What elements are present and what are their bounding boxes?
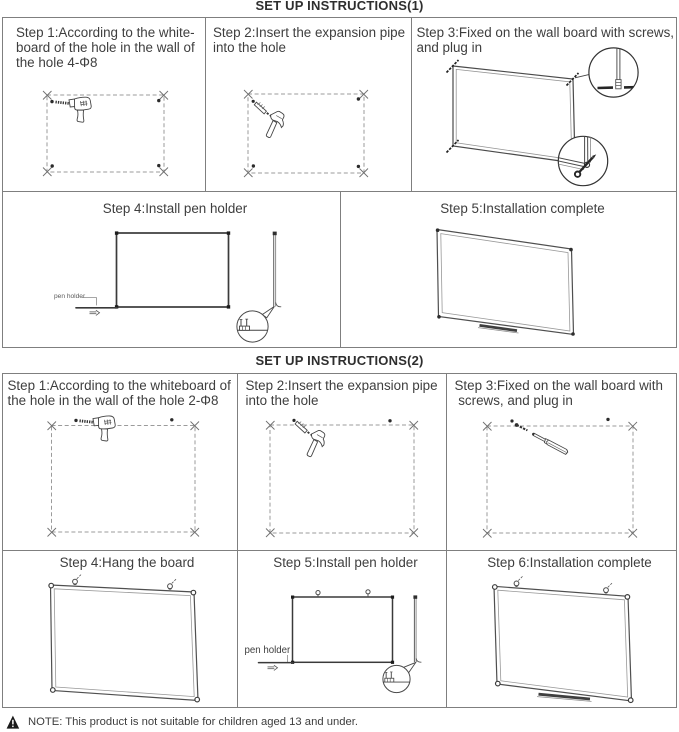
s2-step3-line1: Step 3:Fixed on the wall board with [454, 378, 663, 393]
note-text: NOTE: This product is not suitable for c… [28, 716, 358, 728]
section1-title: SET UP INSTRUCTIONS(1) [255, 0, 424, 13]
slide-direction-arrow-icon [267, 664, 278, 671]
board-corner-caps [435, 228, 575, 336]
board-side-profile [413, 595, 422, 663]
hanging-hook-icon [72, 574, 82, 586]
s2-pen-holder-label: pen holder [244, 644, 291, 656]
s2-step6-title: Step 6:Installation complete [487, 555, 652, 570]
cut-corner-marks [42, 90, 169, 177]
drill-template-2-holes [47, 414, 200, 537]
panel-s2-step5 [238, 551, 447, 707]
panel-s1-step4 [3, 192, 341, 347]
hammer-expansion-pipe-icon [250, 98, 285, 139]
s1-step2-line1: Step 2:Insert the expansion pipe [213, 25, 406, 40]
s1-step3-text: Step 3:Fixed on the wall board with scre… [417, 25, 678, 55]
hammer-expansion-pipe-icon [291, 417, 326, 458]
hanging-hook-icon [603, 582, 613, 594]
callout-leader-line [574, 73, 590, 79]
cut-corner-marks [243, 89, 369, 178]
fix-with-screws [482, 417, 638, 538]
s1-step3-line1: Step 3:Fixed on the wall board with scre… [416, 25, 675, 40]
cut-corner-marks [482, 421, 638, 538]
board-install-pen-holder [75, 231, 282, 343]
pen-tray [477, 324, 519, 334]
s1-step2-text: Step 2:Insert the expansion pipe into th… [213, 25, 413, 55]
drill-icon [48, 95, 93, 124]
hanging-hook-icon [167, 578, 177, 590]
pen-tray [536, 692, 592, 702]
s1-step1-line2: board of the hole in the wall of [16, 40, 195, 56]
magnifier-callout-corner-screw [557, 135, 609, 187]
s1-pen-holder-label: pen holder [54, 292, 86, 300]
board-corner-caps [491, 584, 634, 704]
s2-step3-text: Step 3:Fixed on the wall board with scre… [455, 378, 677, 408]
hole-mark [606, 417, 610, 422]
section1-table [2, 17, 677, 348]
s2-step4-title: Step 4:Hang the board [59, 555, 195, 570]
s2-step1-text: Step 1:According to the whiteboard of th… [8, 378, 238, 408]
hanging-hooks [315, 589, 371, 597]
magnifier-callout-pen-tray [236, 306, 275, 343]
section2-title: SET UP INSTRUCTIONS(2) [255, 353, 424, 368]
insert-pipe-2-holes [265, 417, 419, 538]
board-corner-caps [114, 231, 231, 309]
s1-step1-text: Step 1:According to the white- board of … [16, 25, 208, 71]
s2-step5-title: Step 5:Install pen holder [273, 555, 418, 570]
s2-step2-line2: into the hole [245, 393, 319, 409]
s1-step3-line2: and plug in [416, 40, 483, 56]
s1-step1-line1: Step 1:According to the white- [16, 25, 195, 40]
panel-s1-step1 [3, 18, 206, 191]
panel-s2-step2 [238, 374, 447, 550]
pen-holder-leader-line [81, 297, 97, 306]
hole-mark [170, 418, 174, 422]
board-fixed-with-screws [445, 47, 639, 187]
s2-step2-text: Step 2:Insert the expansion pipe into th… [246, 378, 446, 408]
cut-corner-marks [47, 421, 200, 537]
insert-pipe-4-holes [243, 89, 369, 178]
s2-step3-line2: screws, and plug in [454, 393, 573, 409]
magnifier-callout-pen-tray [382, 661, 418, 694]
drill-icon [72, 414, 117, 443]
panel-s2-step1 [3, 374, 238, 550]
board-installed-2 [491, 575, 634, 704]
board-install-pen-holder-2 [257, 589, 422, 694]
board-installed [435, 228, 575, 336]
magnifier-callout-wall-plug [588, 47, 639, 98]
board-hung [48, 574, 201, 703]
cut-corner-marks [265, 420, 419, 538]
hanging-hook-icon [513, 575, 523, 587]
board-side-profile [272, 231, 282, 308]
hole-marks [50, 98, 161, 168]
s1-step5-title: Step 5:Installation complete [440, 201, 605, 216]
hole-marks [251, 97, 361, 169]
s2-step1-line2: the hole in the wall of the hole 2-Φ8 [7, 393, 219, 409]
corner-screw-marks [445, 59, 580, 154]
section2-table [2, 373, 677, 708]
panel-s2-step4 [3, 551, 238, 707]
board-corner-caps [48, 582, 201, 703]
screwdriver-icon [509, 418, 569, 456]
hole-mark [388, 419, 392, 423]
corner-screw-detail [558, 136, 597, 178]
warning-triangle-icon [6, 715, 20, 729]
s2-step1-line1: Step 1:According to the whiteboard of [7, 378, 231, 393]
drill-template-4-holes [42, 90, 169, 177]
s1-step1-line3: the hole 4-Φ8 [16, 55, 98, 71]
wall-plug-detail [597, 47, 635, 90]
s1-step4-title: Step 4:Install pen holder [102, 201, 248, 216]
panel-s1-step2 [206, 18, 412, 191]
slide-direction-arrow-icon [89, 309, 100, 316]
s1-step2-line2: into the hole [213, 40, 286, 56]
s2-step2-line1: Step 2:Insert the expansion pipe [245, 378, 438, 393]
